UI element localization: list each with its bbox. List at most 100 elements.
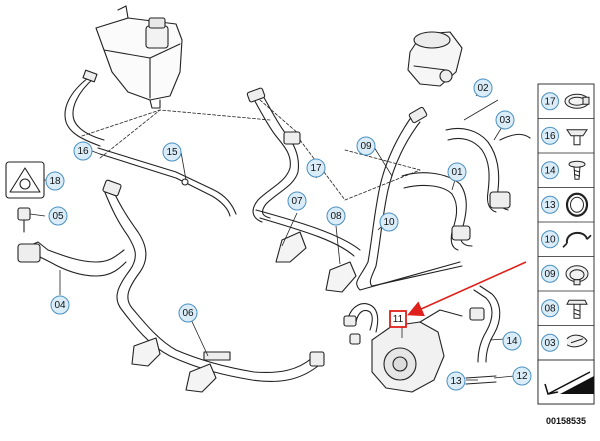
legend-row-17: 17 bbox=[541, 92, 590, 111]
pipe-13 bbox=[465, 375, 497, 385]
callout-leaders bbox=[29, 89, 515, 381]
callout-label: 18 bbox=[49, 176, 61, 187]
legend-bubble bbox=[541, 126, 559, 145]
legend-bubble bbox=[541, 333, 559, 352]
callout-bubble bbox=[473, 78, 493, 98]
legend-label: 17 bbox=[544, 96, 556, 107]
callout-bubble bbox=[306, 158, 326, 178]
callout-label: 14 bbox=[506, 336, 518, 347]
callout-label: 02 bbox=[477, 83, 489, 94]
callout-01: 01 bbox=[447, 162, 467, 182]
callout-18: 18 bbox=[45, 171, 65, 191]
band-clamp-icon bbox=[565, 265, 589, 286]
callout-13: 13 bbox=[446, 371, 466, 391]
vent-hose bbox=[64, 69, 105, 147]
legend-label: 14 bbox=[544, 165, 556, 176]
callout-label: 10 bbox=[383, 217, 395, 228]
callout-bubble bbox=[162, 142, 182, 162]
direction-symbol-icon bbox=[537, 359, 595, 405]
electric-water-pump bbox=[371, 309, 463, 393]
diagram-code: 00158535 bbox=[546, 416, 586, 426]
legend-label: 13 bbox=[544, 200, 556, 211]
callout-bubble bbox=[495, 110, 515, 130]
callout-bubble bbox=[50, 295, 70, 315]
callout-label: 08 bbox=[330, 211, 342, 222]
hose-upper-middle bbox=[246, 87, 301, 223]
plastic-clip-icon bbox=[566, 129, 588, 146]
callout-bubble bbox=[447, 162, 467, 182]
callout-label: 03 bbox=[499, 115, 511, 126]
callout-label: 12 bbox=[516, 371, 528, 382]
callout-11-box bbox=[389, 310, 407, 328]
callout-12: 12 bbox=[512, 366, 532, 386]
callout-04: 04 bbox=[50, 295, 70, 315]
highlight-arrow bbox=[407, 261, 527, 317]
callout-bubble bbox=[512, 366, 532, 386]
hose-04 bbox=[17, 241, 127, 277]
callout-label: 04 bbox=[54, 300, 66, 311]
callout-06: 06 bbox=[178, 303, 198, 323]
hose-11 bbox=[343, 303, 379, 345]
callout-bubble bbox=[326, 206, 346, 226]
callout-label: 05 bbox=[52, 211, 64, 222]
legend-row-09: 09 bbox=[538, 256, 594, 286]
callout-08: 08 bbox=[326, 206, 346, 226]
temperature-sensor bbox=[17, 207, 31, 233]
hose-clamp-icon bbox=[564, 93, 590, 109]
legend-label: 03 bbox=[544, 338, 556, 349]
callout-11-label: 11 bbox=[393, 314, 404, 325]
callout-label: 17 bbox=[310, 163, 322, 174]
hose-07 bbox=[255, 209, 361, 257]
callout-label: 16 bbox=[77, 146, 89, 157]
legend-row-13: 13 bbox=[538, 187, 594, 217]
bracket-06 bbox=[131, 337, 231, 393]
callout-label: 06 bbox=[182, 308, 194, 319]
screw-icon bbox=[568, 160, 586, 180]
legend-row-16: 16 bbox=[538, 118, 594, 146]
callout-label: 13 bbox=[450, 376, 462, 387]
callout-14: 14 bbox=[502, 331, 522, 351]
legend-label: 10 bbox=[544, 234, 556, 245]
highlighted-part-box: 11 bbox=[389, 310, 407, 328]
hose-06 bbox=[102, 179, 325, 383]
callout-09: 09 bbox=[356, 136, 376, 156]
legend-row-10: 10 bbox=[538, 221, 594, 249]
legend-bubble bbox=[541, 264, 559, 283]
legend-panel: 17 16 14 13 10 09 08 03 bbox=[537, 83, 595, 405]
legend-bubble bbox=[541, 230, 559, 249]
callout-bubble bbox=[379, 212, 399, 232]
hose-14 bbox=[469, 285, 501, 363]
legend-label: 16 bbox=[544, 131, 556, 142]
legend-bubble bbox=[541, 161, 559, 180]
callout-07: 07 bbox=[287, 191, 307, 211]
long-vent-pipe bbox=[97, 147, 237, 217]
hose-02-03 bbox=[445, 127, 531, 213]
callout-16: 16 bbox=[73, 141, 93, 161]
legend-bubble bbox=[541, 92, 559, 111]
callout-05: 05 bbox=[48, 206, 68, 226]
callout-10: 10 bbox=[379, 212, 399, 232]
warning-label bbox=[5, 161, 45, 199]
callout-bubble bbox=[356, 136, 376, 156]
legend-row-14: 14 bbox=[538, 152, 594, 180]
callout-label: 15 bbox=[166, 147, 178, 158]
spring-clamp-icon bbox=[562, 231, 592, 248]
callout-bubble bbox=[48, 206, 68, 226]
callout-17: 17 bbox=[306, 158, 326, 178]
callout-label: 01 bbox=[451, 167, 463, 178]
hex-bolt-icon bbox=[566, 299, 588, 319]
wire-clip-icon bbox=[566, 334, 588, 348]
hose-01 bbox=[401, 172, 473, 251]
legend-row-08: 08 bbox=[538, 290, 594, 319]
callout-bubble bbox=[178, 303, 198, 323]
callout-bubble bbox=[502, 331, 522, 351]
callout-bubble bbox=[73, 141, 93, 161]
thermostat-housing bbox=[407, 31, 463, 87]
expansion-tank bbox=[95, 5, 183, 109]
legend-bubble bbox=[541, 299, 559, 318]
legend-bubble bbox=[541, 195, 559, 214]
legend-row-03: 03 bbox=[538, 325, 594, 352]
bracket-08 bbox=[275, 231, 357, 293]
hose-09-10 bbox=[356, 106, 463, 291]
